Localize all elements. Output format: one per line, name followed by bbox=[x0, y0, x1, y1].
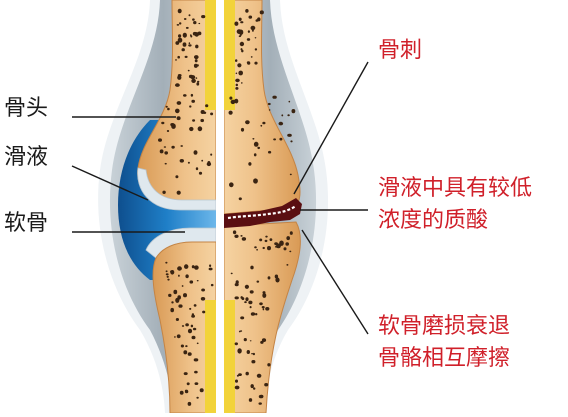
label-low-acid-line1: 滑液中具有较低 bbox=[378, 176, 532, 202]
arthritic-joint-half bbox=[224, 0, 328, 413]
label-wear-line1: 软骨磨损衰退 bbox=[378, 314, 510, 340]
healthy-joint-half bbox=[98, 0, 216, 413]
label-wear-line2: 骨骼相互摩擦 bbox=[378, 346, 510, 372]
label-cartilage: 软骨 bbox=[4, 211, 48, 237]
label-bone-head: 骨头 bbox=[4, 96, 48, 122]
label-synovial-fluid: 滑液 bbox=[4, 145, 48, 171]
label-bone-spur: 骨刺 bbox=[378, 38, 422, 64]
label-low-acid-line2: 浓度的质酸 bbox=[378, 208, 488, 234]
